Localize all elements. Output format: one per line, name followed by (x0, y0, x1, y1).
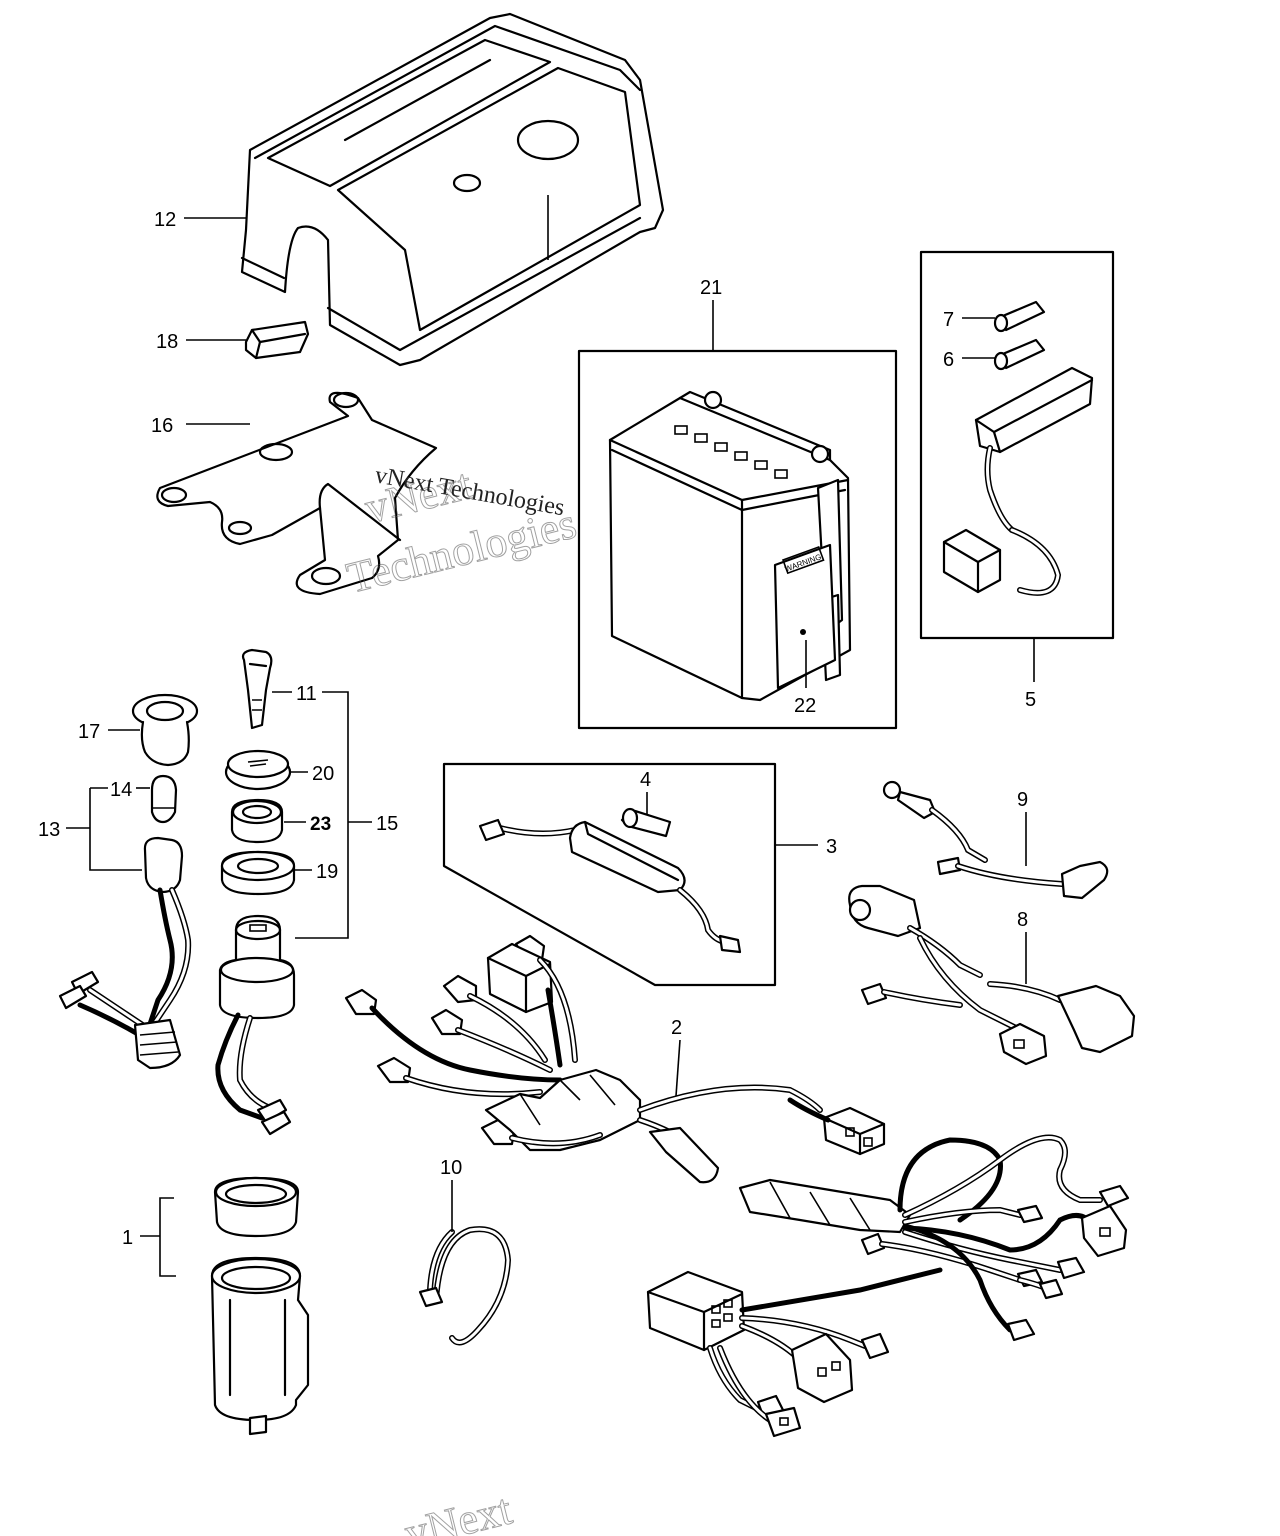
callout-1: 1 (122, 1227, 133, 1249)
ignition-key[interactable] (241, 648, 273, 730)
battery-bracket[interactable] (156, 391, 438, 596)
regulator[interactable] (942, 366, 1094, 596)
callout-5: 5 (1025, 689, 1036, 711)
callout-18: 18 (156, 331, 178, 353)
callout-14: 14 (110, 779, 132, 801)
callout-21: 21 (700, 277, 722, 299)
callout-8: 8 (1017, 909, 1028, 931)
ignition-ring-19[interactable] (220, 850, 296, 896)
callout-11: 11 (296, 683, 317, 705)
socket-1[interactable] (210, 1176, 310, 1436)
ignition-switch[interactable] (215, 914, 296, 1136)
callout-15: 15 (376, 813, 398, 835)
fuse-4[interactable] (620, 807, 672, 838)
lamp-socket-13[interactable] (58, 836, 192, 1070)
watermark-bottom: vNext (400, 1485, 516, 1536)
fuse-holder-box (442, 762, 777, 987)
callout-3: 3 (826, 836, 837, 858)
sub-harness[interactable] (646, 1134, 1130, 1438)
callout-17: 17 (78, 721, 100, 743)
battery-cover[interactable] (240, 12, 665, 367)
callout-7: 7 (943, 309, 954, 331)
ignition-nut-23[interactable] (230, 798, 284, 844)
regulator-assembly-box (919, 250, 1115, 640)
clamp-band-10[interactable] (418, 1226, 512, 1346)
callout-16: 16 (151, 415, 173, 437)
callout-20: 20 (312, 763, 334, 785)
cable-8[interactable] (848, 884, 1136, 1066)
battery[interactable]: WARNING (608, 390, 852, 702)
fuse-6[interactable] (993, 338, 1046, 371)
callout-23: 23 (310, 814, 331, 835)
ignition-cap-20[interactable] (224, 749, 292, 791)
callout-12: 12 (154, 209, 176, 231)
callout-9: 9 (1017, 789, 1028, 811)
fuse-holder[interactable] (478, 818, 742, 954)
cable-9[interactable] (882, 780, 1109, 900)
bulb-14[interactable] (150, 774, 178, 824)
callout-19: 19 (316, 861, 338, 883)
battery-assembly-box (577, 349, 898, 730)
rubber-pad[interactable] (244, 320, 310, 360)
callout-13: 13 (38, 819, 60, 841)
fuse-7[interactable] (993, 300, 1046, 333)
grommet-17[interactable] (131, 693, 199, 767)
callout-6: 6 (943, 349, 954, 371)
callout-10: 10 (440, 1157, 462, 1179)
callout-4: 4 (640, 769, 651, 791)
wire-harness[interactable] (344, 934, 886, 1184)
callout-2: 2 (671, 1017, 682, 1039)
callout-22: 22 (794, 695, 816, 717)
